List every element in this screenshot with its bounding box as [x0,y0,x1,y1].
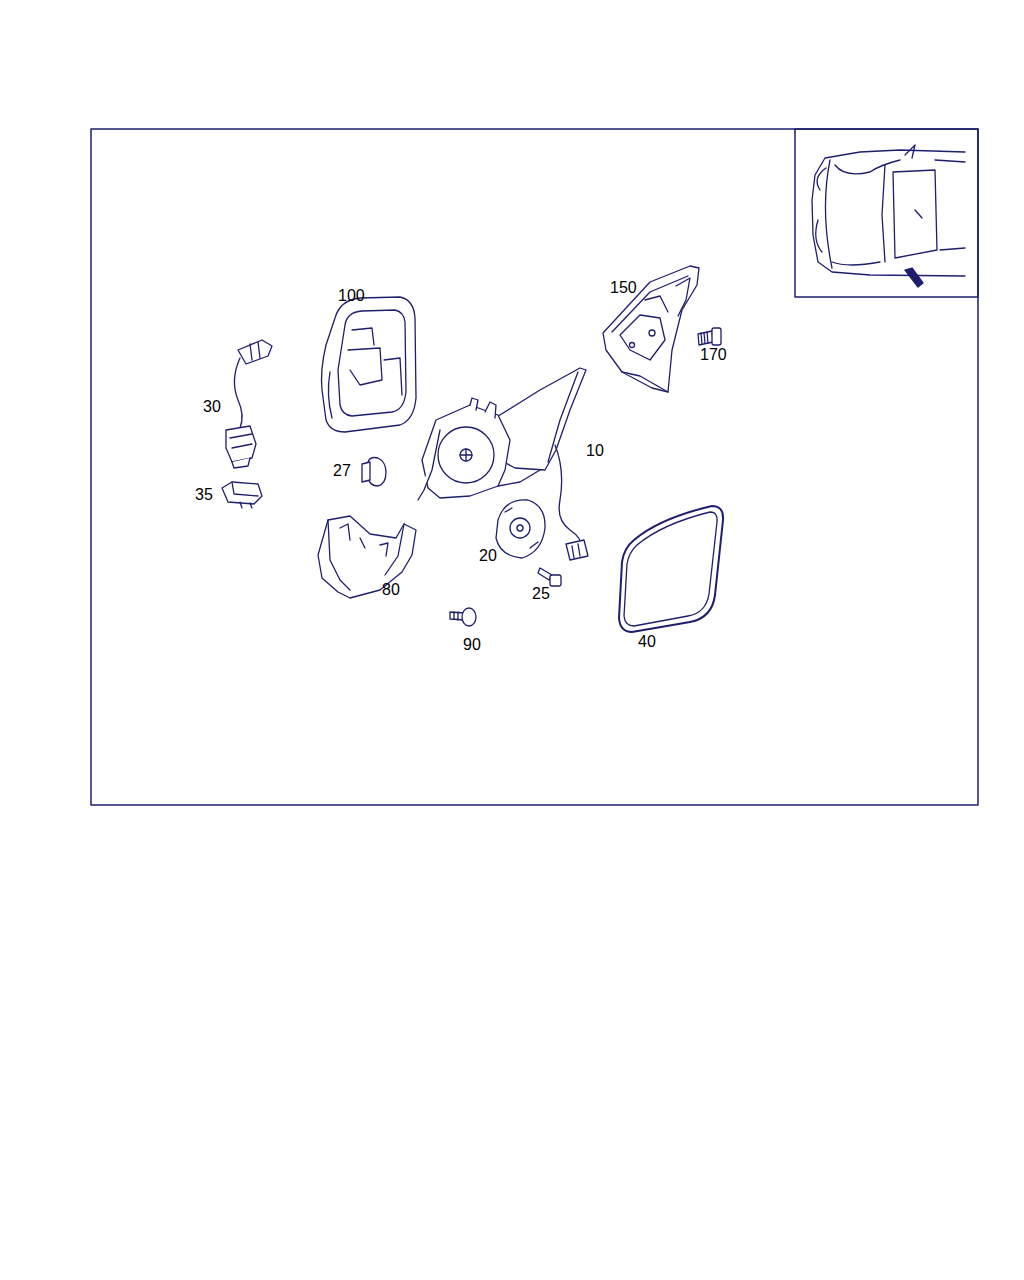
callout-number: 80 [382,580,400,600]
callout-number: 10 [586,441,604,461]
callout-number: 40 [638,632,656,652]
mounting-bracket [603,266,699,392]
callout-number: 150 [610,278,637,298]
adjust-motor [496,500,545,558]
callout-number: 30 [203,397,221,417]
callout-number: 27 [333,461,351,481]
callout-number: 100 [338,286,365,306]
screw [450,608,476,626]
mirror-glass [619,506,723,632]
callout-number: 170 [700,345,727,365]
callout-number: 35 [195,485,213,505]
clip [222,482,262,508]
mirror-housing [322,297,417,432]
callout-number: 25 [532,584,550,604]
bulb [362,458,386,487]
callout-number: 20 [479,546,497,566]
wire-connector [566,540,588,560]
cable-harness [226,340,272,468]
frame [91,129,978,805]
lower-cover [318,516,416,598]
inset-frame [795,129,978,297]
screw [698,328,721,345]
screw [538,568,561,586]
callout-number: 90 [463,635,481,655]
car-inset [812,145,965,287]
